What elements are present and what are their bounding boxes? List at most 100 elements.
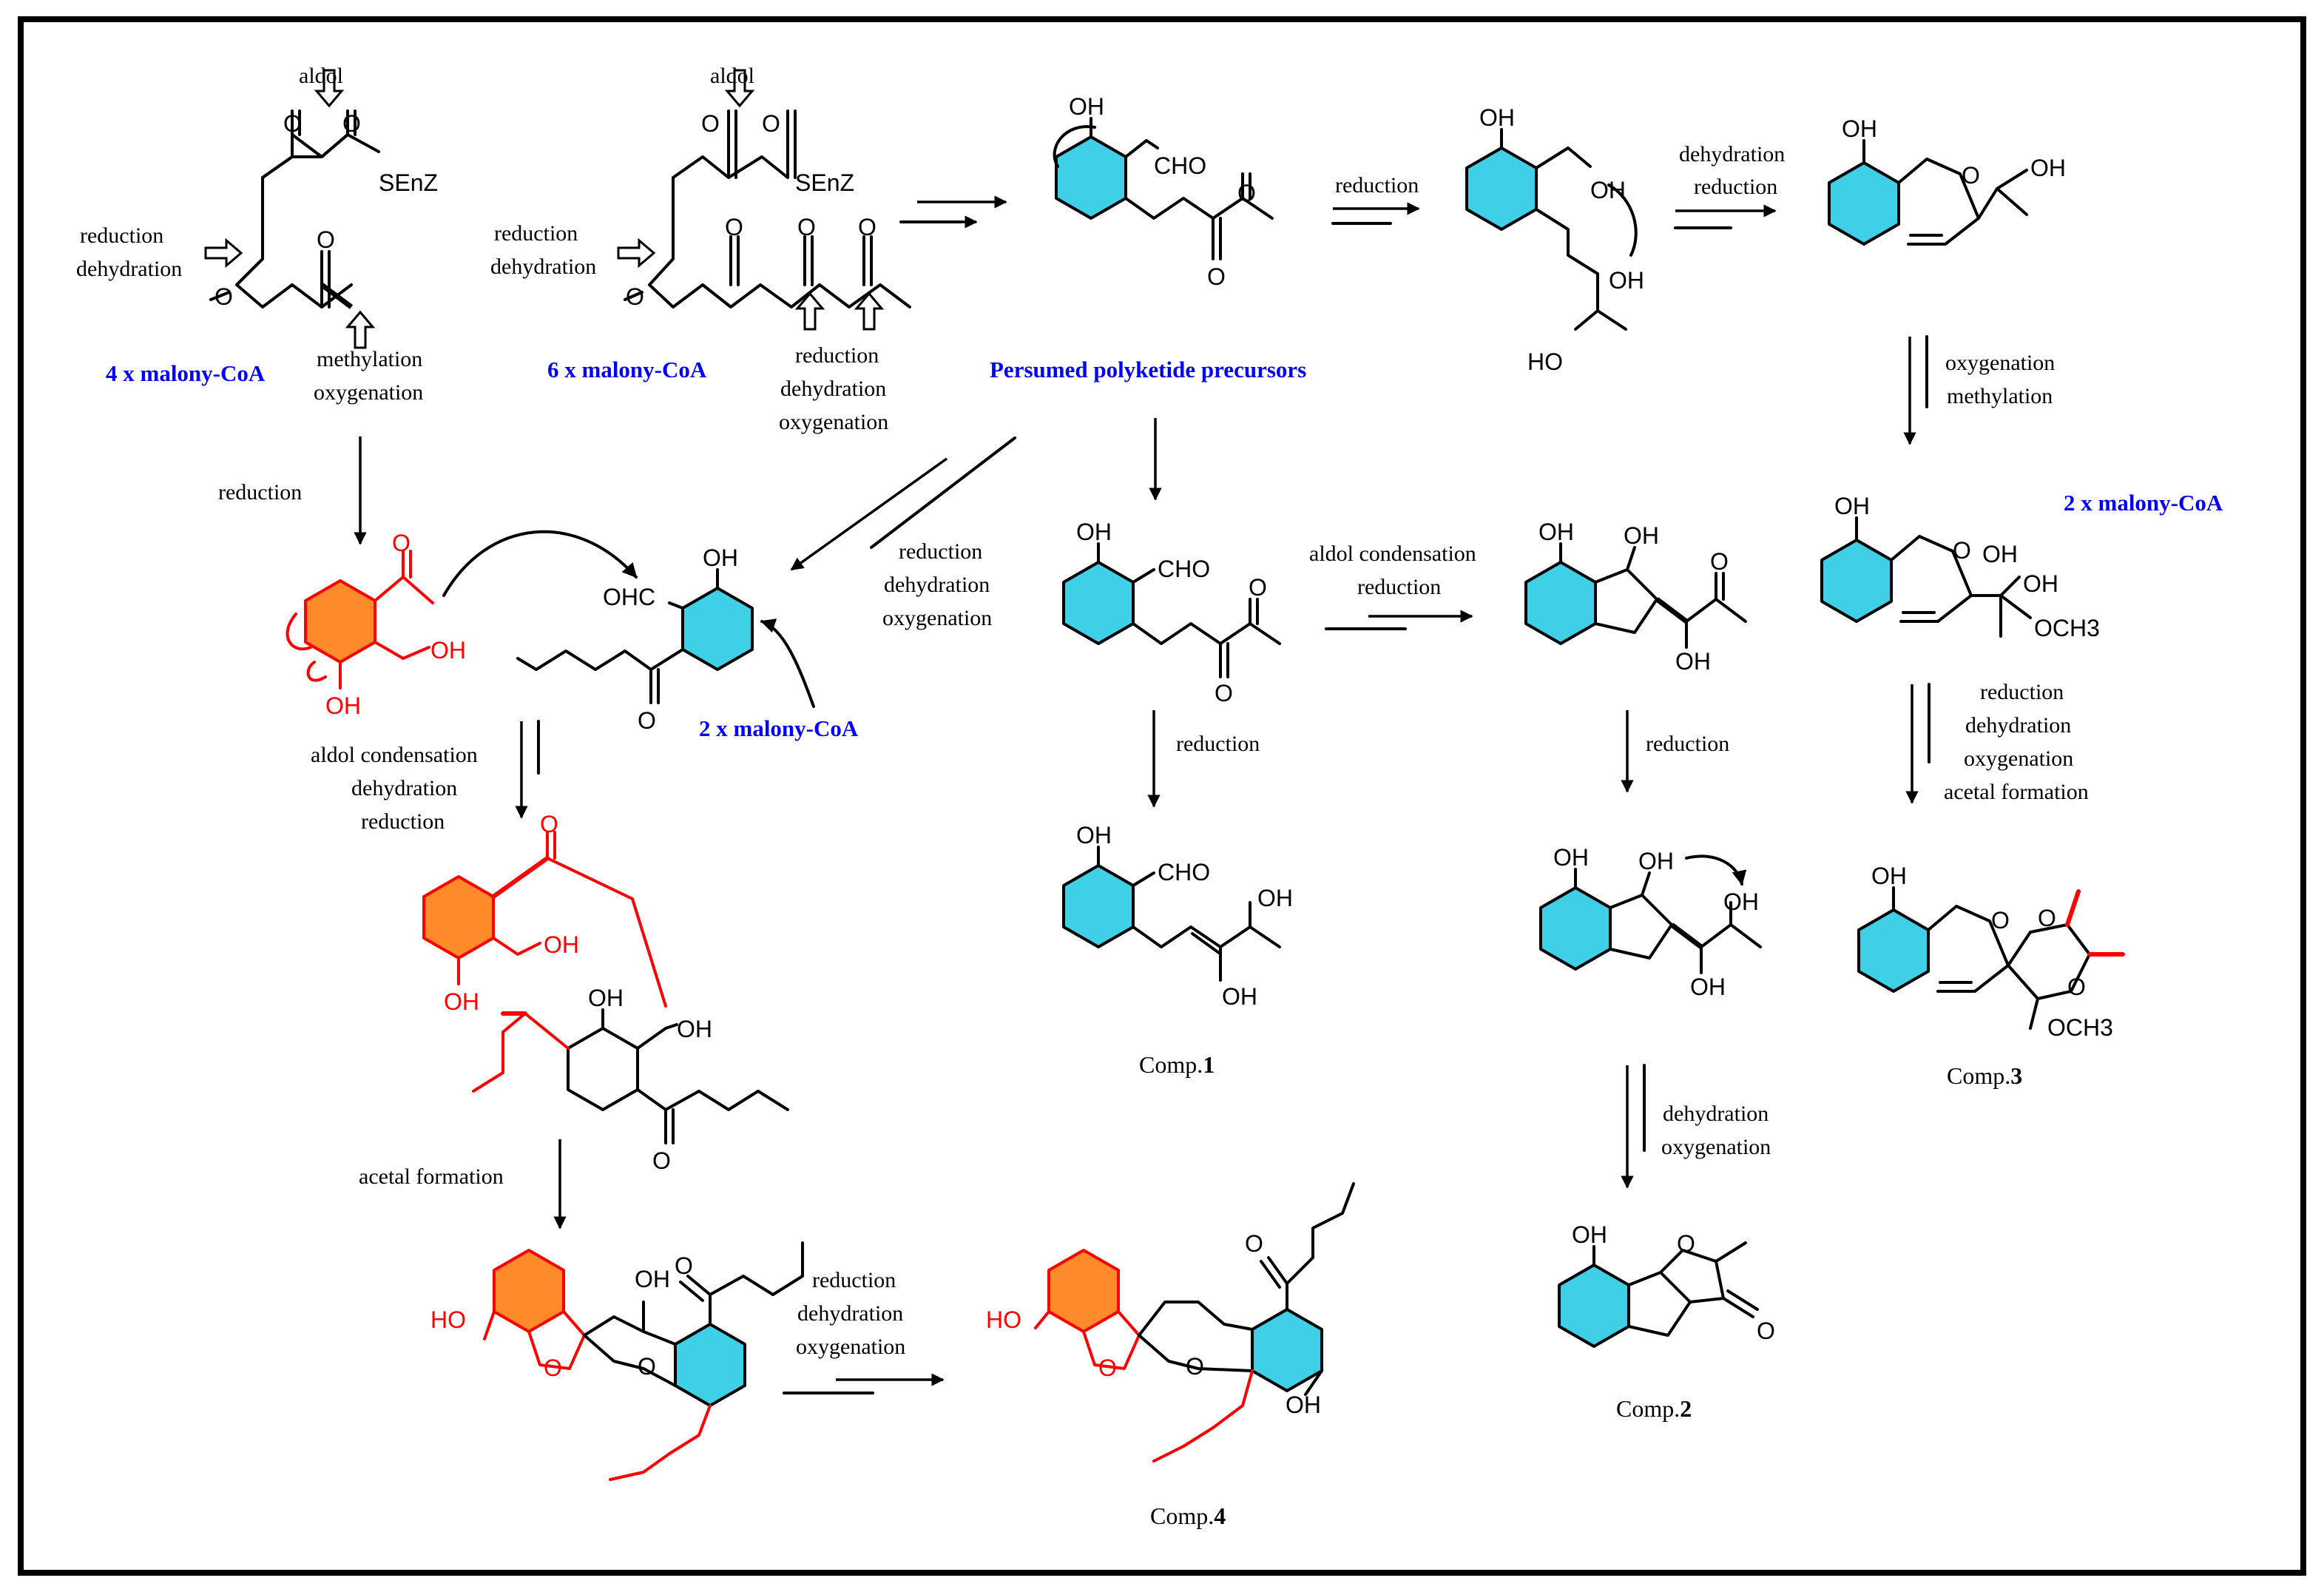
arrow-to-cyan-a: [790, 457, 948, 571]
precursor-o2: O: [1207, 263, 1226, 290]
adduct-oh-1: OH: [544, 931, 579, 958]
hollow-arrow-aldol-1: [314, 69, 345, 108]
label-reduction-3: reduction: [795, 343, 879, 368]
adduct-o: O: [540, 811, 558, 837]
comp3-label: Comp.3: [1947, 1062, 2022, 1089]
label-reduction-bot: reduction: [812, 1268, 896, 1292]
comp1-oh-3: OH: [1222, 983, 1257, 1010]
label-reduction-center: reduction: [1357, 575, 1441, 599]
chain-4-malonyl: [209, 109, 380, 309]
keto-oh: OH: [1076, 519, 1112, 545]
label-reduction-rdoa: reduction: [1980, 680, 2064, 704]
comp4-ho: HO: [986, 1306, 1021, 1333]
spiro-oh: OH: [635, 1266, 670, 1292]
label-oxygenation-right: oxygenation: [1945, 351, 2055, 375]
senz-6: SEnZ: [795, 169, 854, 196]
label-aldol-cond-center: aldol condensation: [1309, 542, 1476, 566]
oxepine-o: O: [1962, 162, 1980, 189]
comp4-o-red: O: [1098, 1355, 1117, 1381]
label-reduction-top: reduction: [1335, 173, 1419, 198]
cyan-oh: OH: [703, 544, 738, 571]
label-dehydration-mid-left: dehydration: [884, 573, 990, 597]
oxepine-intermediate: [1828, 139, 2028, 246]
oxepine-oh: OH: [1842, 115, 1877, 142]
diol-oh-3: OH: [1609, 267, 1644, 294]
diol-oh-2: OH: [1590, 177, 1626, 203]
label-methylation: methylation: [317, 347, 422, 371]
senz-4: SEnZ: [379, 169, 438, 196]
o-4d: O: [317, 226, 335, 253]
o-4b: O: [342, 110, 361, 137]
label-oxygenation-rdoa: oxygenation: [1964, 746, 2073, 771]
adduct-o-2: O: [652, 1147, 671, 1174]
triol-oh-3: OH: [1723, 888, 1759, 915]
comp3-structure: [1857, 886, 2125, 1030]
indanol-triol: [1539, 854, 1762, 974]
hemiketal-oh-3: OH: [2023, 570, 2058, 597]
label-reduction-1: reduction: [80, 223, 163, 248]
indanol-oh-2: OH: [1624, 522, 1659, 549]
label-aldol-cond-left: aldol condensation: [311, 743, 478, 767]
orange-o: O: [392, 530, 411, 556]
hollow-arrow-methox: [345, 310, 376, 349]
diol-intermediate: [1465, 128, 1638, 331]
presumed-precursors-label: Persumed polyketide precursors: [990, 357, 1306, 382]
spiro-intermediate: [483, 1241, 804, 1481]
comp4-oh: OH: [1286, 1392, 1321, 1418]
o-6e: O: [797, 214, 816, 240]
adduct-oh-2: OH: [444, 988, 479, 1015]
label-oxygenation-bot: oxygenation: [796, 1335, 905, 1359]
cyan-fragment: [516, 568, 815, 708]
triol-oh-4: OH: [1690, 974, 1726, 1000]
label-acetal-rdoa: acetal formation: [1944, 780, 2089, 804]
comp2-oh: OH: [1572, 1221, 1607, 1248]
label-dehydration-left: dehydration: [351, 776, 457, 800]
hollow-arrow-6b: [854, 291, 885, 331]
precursor-6-malonyl: 6 x malony-CoA: [547, 357, 707, 382]
label-oxygenation-1: oxygenation: [314, 380, 423, 405]
chain-6-malonyl: [624, 109, 911, 308]
label-oxygenation-mid-left: oxygenation: [882, 606, 992, 630]
comp4-o-ketone: O: [1245, 1230, 1263, 1257]
spiro-o: O: [638, 1353, 656, 1380]
hollow-arrow-reddeh-2: [617, 237, 656, 269]
comp1-structure: [1062, 846, 1281, 982]
label-reduction-top-2: reduction: [1694, 175, 1777, 199]
comp1-label: Comp.1: [1139, 1051, 1215, 1078]
label-reduction-mid: reduction: [1646, 732, 1729, 756]
triol-oh-2: OH: [1638, 848, 1674, 874]
comp3-o3: O: [2067, 974, 2086, 1000]
precursor-o1: O: [1237, 180, 1256, 206]
label-dehydration-3: dehydration: [780, 377, 886, 401]
comp1-oh-1: OH: [1076, 822, 1112, 849]
orange-oh-1: OH: [430, 637, 466, 664]
hemiketal-och3: OCH3: [2034, 615, 2100, 641]
label-dehydration-rdoa: dehydration: [1965, 713, 2071, 738]
keto-aldehyde: [1062, 542, 1281, 678]
o-4c: O: [215, 283, 233, 310]
precursor-2-malonyl-left: 2 x malony-CoA: [699, 715, 859, 741]
hollow-arrow-6a: [794, 291, 825, 331]
comp3-oh: OH: [1871, 863, 1907, 889]
o-6a: O: [701, 110, 720, 137]
comp3-och3: OCH3: [2047, 1014, 2113, 1041]
oxepine-oh-2: OH: [2030, 155, 2066, 181]
comp1-oh-2: OH: [1257, 885, 1293, 911]
spiro-o-ketone: O: [675, 1252, 693, 1279]
label-dehydration-bot: dehydration: [797, 1301, 903, 1326]
o-6f: O: [858, 214, 876, 240]
diol-ho: HO: [1527, 348, 1563, 375]
spiro-o-red: O: [544, 1355, 562, 1381]
label-methylation-right: methylation: [1947, 384, 2053, 408]
precursor-2-malonyl-right: 2 x malony-CoA: [2064, 490, 2223, 516]
label-reduction-mid-left: reduction: [899, 539, 982, 564]
comp2-label: Comp.2: [1616, 1395, 1692, 1422]
indanol-oh-3: OH: [1675, 648, 1711, 675]
comp2-structure: [1558, 1241, 1759, 1348]
precursor-4-malonyl: 4 x malony-CoA: [106, 360, 266, 386]
indanol-keto: [1524, 542, 1747, 649]
hemiketal-o: O: [1953, 537, 1971, 564]
comp2-o-ring: O: [1677, 1230, 1695, 1257]
o-6b: O: [762, 110, 780, 137]
label-reduction-left: reduction: [218, 480, 302, 505]
